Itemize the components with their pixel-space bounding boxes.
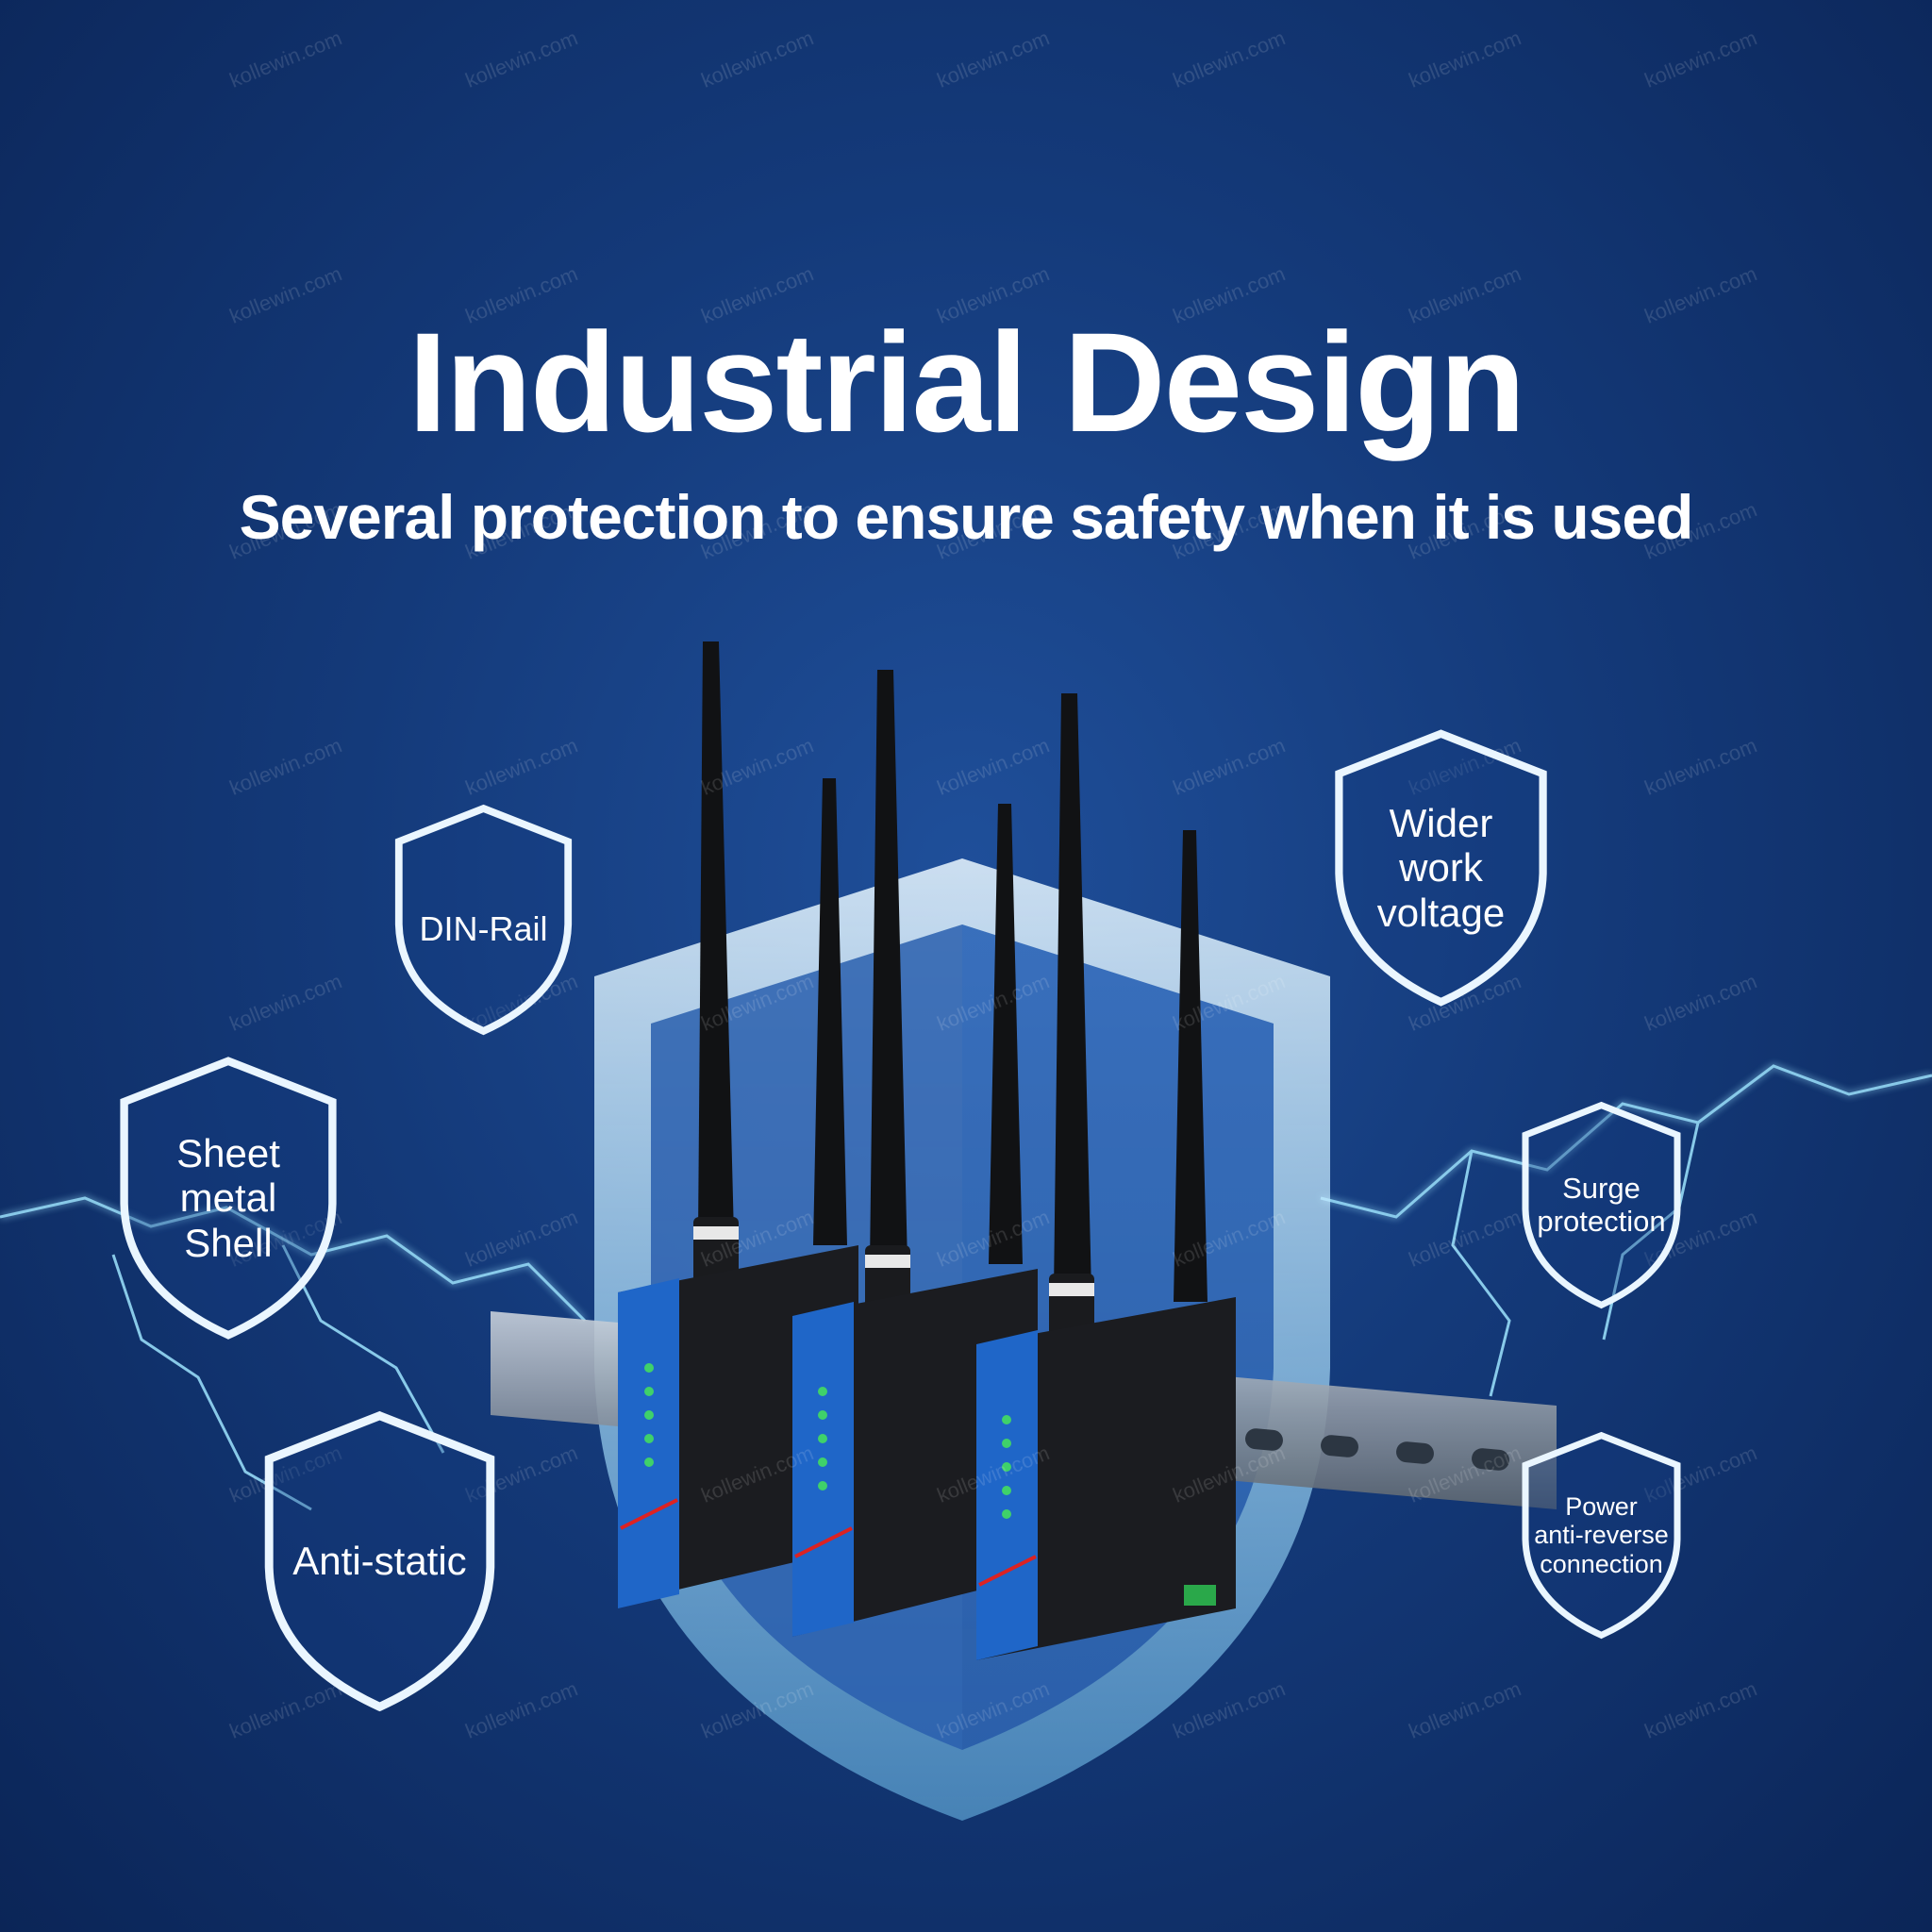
antenna-icon [693,641,847,1292]
badge-label: Wider work voltage [1376,801,1506,935]
shield-icon [1335,729,1547,1007]
badge-label: Power anti-reverse connection [1534,1492,1669,1578]
shield-icon [1522,1431,1681,1640]
badge-label: DIN-Rail [419,908,548,948]
shield-icon [120,1057,337,1340]
badge-wider-work-voltage: Wider work voltage [1330,726,1552,1009]
badge-label: Anti-static [292,1539,467,1584]
badge-din-rail: DIN-Rail [391,802,575,1038]
page-title: Industrial Design [408,303,1526,461]
badge-surge-protection: Surge protection [1519,1099,1684,1311]
shield-icon [394,804,573,1036]
antenna-icon [865,670,1023,1321]
shield-icon [1522,1101,1681,1309]
badge-sheet-metal-shell: Sheet metal Shell [115,1052,341,1344]
shield-icon [264,1410,495,1712]
badge-power-anti-reverse: Power anti-reverse connection [1519,1429,1684,1641]
badge-label: Sheet metal Shell [176,1131,280,1265]
badge-label: Surge protection [1537,1171,1666,1238]
badge-anti-static: Anti-static [259,1406,500,1717]
device-router-3 [976,693,1236,1660]
page-subtitle: Several protection to ensure safety when… [239,482,1694,552]
